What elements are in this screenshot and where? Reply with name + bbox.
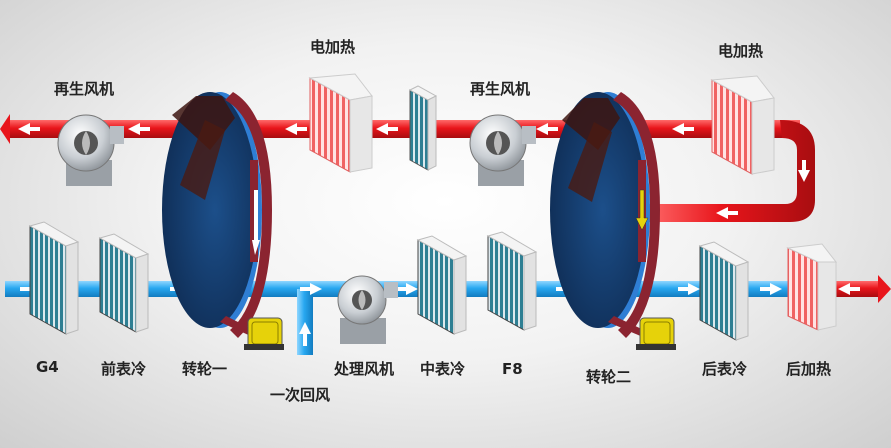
desiccant-wheel-1 bbox=[162, 92, 272, 338]
regen-filter bbox=[408, 85, 438, 171]
label-post-heat: 后加热 bbox=[786, 360, 831, 378]
label-g4: G4 bbox=[36, 358, 59, 376]
label-elec-heat-2: 电加热 bbox=[718, 42, 763, 60]
label-mid-cool: 中表冷 bbox=[420, 360, 465, 378]
label-regen-fan-1: 再生风机 bbox=[54, 80, 114, 98]
regen-arrows bbox=[18, 123, 860, 295]
post-cooling-coil bbox=[698, 241, 750, 341]
electric-heater-1 bbox=[308, 73, 373, 173]
label-regen-fan-2: 再生风机 bbox=[470, 80, 530, 98]
label-elec-heat-1: 电加热 bbox=[310, 38, 355, 56]
pre-cooling-coil bbox=[98, 233, 150, 333]
desiccant-wheel-2 bbox=[550, 92, 660, 338]
process-fan bbox=[337, 275, 398, 344]
g4-filter bbox=[28, 221, 80, 335]
regen-fan-1 bbox=[57, 114, 124, 186]
f8-filter bbox=[486, 231, 538, 331]
label-f8: F8 bbox=[502, 360, 523, 378]
label-post-cool: 后表冷 bbox=[702, 360, 747, 378]
label-wheel-1: 转轮一 bbox=[182, 360, 227, 378]
electric-heater-2 bbox=[710, 75, 775, 175]
post-heater bbox=[786, 243, 838, 331]
regen-fan-2 bbox=[469, 114, 536, 186]
mid-cooling-coil bbox=[416, 235, 468, 335]
wheel-1-motor bbox=[244, 317, 284, 350]
label-process-fan: 处理风机 bbox=[333, 360, 394, 378]
label-pre-cool: 前表冷 bbox=[101, 360, 146, 378]
wheel-2-motor bbox=[636, 317, 676, 350]
label-wheel-2: 转轮二 bbox=[586, 368, 631, 386]
label-return-air: 一次回风 bbox=[270, 386, 330, 404]
